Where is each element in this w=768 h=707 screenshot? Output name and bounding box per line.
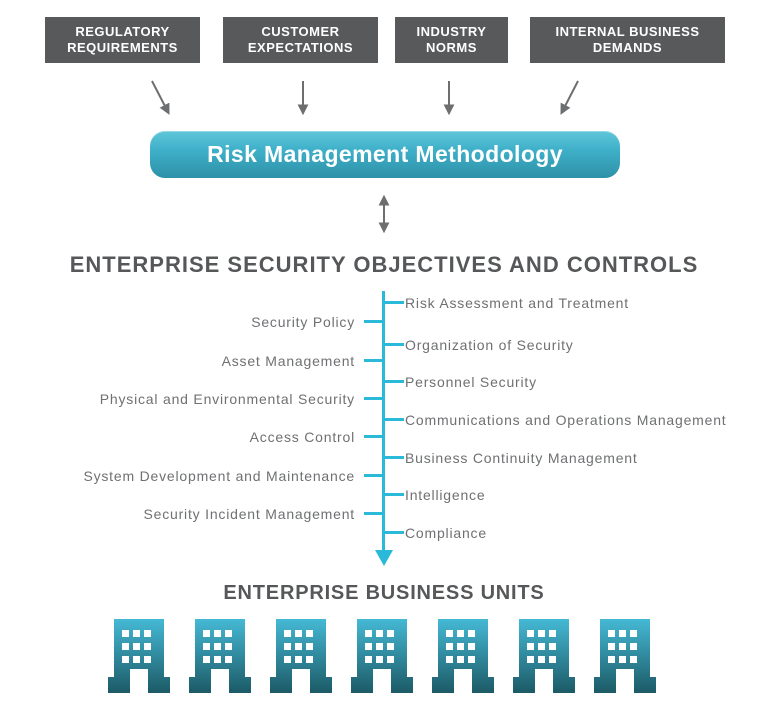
business-units-row — [108, 619, 656, 693]
tick-mark — [364, 435, 383, 438]
tick-mark — [385, 456, 404, 459]
tick-mark — [364, 397, 383, 400]
tick-mark — [364, 320, 383, 323]
controls-spine-arrowhead-icon — [375, 550, 393, 566]
tick-mark — [385, 343, 404, 346]
controls-section-title: ENTERPRISE SECURITY OBJECTIVES AND CONTR… — [69, 252, 699, 277]
driver-box-industry-norms: INDUSTRY NORMS — [395, 17, 508, 63]
tick-mark — [364, 359, 383, 362]
tick-mark — [385, 301, 404, 304]
tick-mark — [364, 512, 383, 515]
building-icon — [189, 619, 251, 693]
building-icon — [432, 619, 494, 693]
tick-mark — [385, 418, 404, 421]
control-label-risk-assessment: Risk Assessment and Treatment — [405, 295, 629, 311]
control-label-physical-environmental: Physical and Environmental Security — [99, 391, 355, 407]
down-arrow-icon — [151, 80, 170, 115]
control-label-asset-management: Asset Management — [221, 353, 355, 369]
business-units-title: ENTERPRISE BUSINESS UNITS — [223, 582, 545, 604]
control-label-system-development: System Development and Maintenance — [83, 468, 355, 484]
tick-mark — [364, 474, 383, 477]
tick-mark — [385, 380, 404, 383]
building-icon — [351, 619, 413, 693]
down-arrow-icon — [560, 80, 579, 115]
building-icon — [513, 619, 575, 693]
tick-mark — [385, 493, 404, 496]
tick-mark — [385, 531, 404, 534]
driver-box-regulatory-requirements: REGULATORY REQUIREMENTS — [45, 17, 200, 63]
building-icon — [108, 619, 170, 693]
control-label-intelligence: Intelligence — [405, 487, 486, 503]
control-label-personnel-security: Personnel Security — [405, 374, 537, 390]
building-icon — [594, 619, 656, 693]
building-icon — [270, 619, 332, 693]
control-label-security-incident: Security Incident Management — [143, 506, 355, 522]
control-label-compliance: Compliance — [405, 525, 487, 541]
risk-methodology-pill: Risk Management Methodology — [150, 131, 620, 178]
control-label-organization-security: Organization of Security — [405, 337, 574, 353]
control-label-business-continuity: Business Continuity Management — [405, 450, 638, 466]
driver-box-customer-expectations: CUSTOMER EXPECTATIONS — [223, 17, 378, 63]
controls-spine-line — [382, 291, 385, 550]
control-label-security-policy: Security Policy — [251, 314, 355, 330]
control-label-communications-ops: Communications and Operations Management — [405, 412, 727, 428]
driver-box-internal-business-demands: INTERNAL BUSINESS DEMANDS — [530, 17, 725, 63]
control-label-access-control: Access Control — [249, 429, 355, 445]
